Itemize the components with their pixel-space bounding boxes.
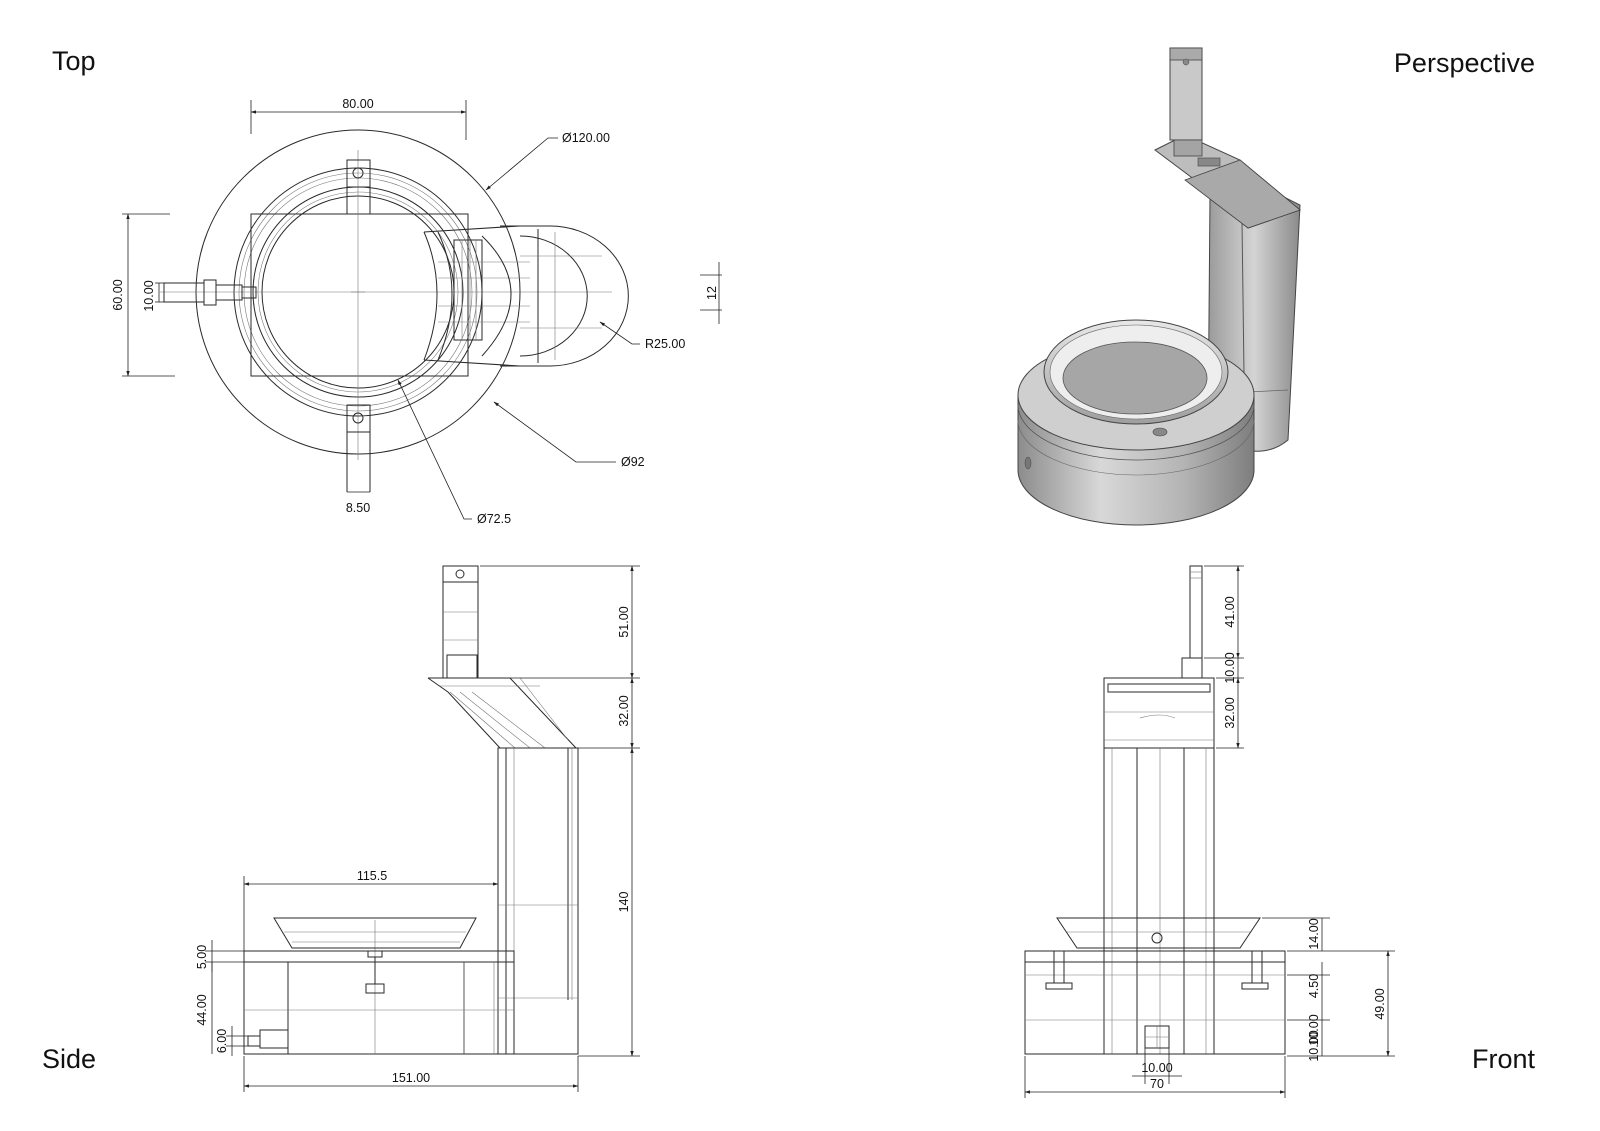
- dim-front-10-bottom: 10.00: [1307, 1030, 1321, 1061]
- dim-side-51: 51.00: [617, 606, 631, 637]
- label-side: Side: [42, 1044, 96, 1074]
- dim-8-50: 8.50: [346, 501, 370, 515]
- label-perspective: Perspective: [1394, 48, 1535, 78]
- dim-dia-120: Ø120.00: [562, 131, 610, 145]
- perspective-view: [1017, 47, 1302, 526]
- dim-dia-72-5: Ø72.5: [477, 512, 511, 526]
- dim-12: 12: [705, 286, 719, 300]
- dim-front-41: 41.00: [1223, 596, 1237, 627]
- dim-front-14: 14.00: [1307, 918, 1321, 949]
- dim-10-pin: 10.00: [142, 280, 156, 311]
- label-top: Top: [52, 46, 96, 76]
- dim-side-151: 151.00: [392, 1071, 430, 1085]
- dim-front-70: 70: [1150, 1077, 1164, 1091]
- dim-side-115-5: 115.5: [357, 869, 387, 883]
- dim-front-10-slot: 10.00: [1141, 1061, 1172, 1075]
- dim-front-32: 32.00: [1223, 697, 1237, 728]
- dim-side-140: 140: [617, 892, 631, 913]
- dim-front-10-lower: 10.00: [1307, 1014, 1321, 1045]
- dim-80: 80.00: [342, 97, 373, 111]
- front-view: 41.00 10.00 32.00 14.00 4.50 10.00 10.00…: [1024, 565, 1395, 1098]
- dim-front-49: 49.00: [1373, 988, 1387, 1019]
- dim-60: 60.00: [111, 279, 125, 310]
- dim-side-44: 44.00: [195, 994, 209, 1025]
- dim-front-10-collar: 10.00: [1223, 652, 1237, 683]
- dim-front-4-5: 4.50: [1307, 974, 1321, 998]
- dim-dia-92: Ø92: [621, 455, 645, 469]
- label-front: Front: [1472, 1044, 1536, 1074]
- dim-side-5: 5.00: [195, 945, 209, 969]
- side-view: 51.00 32.00 140 115.5 5.00 44.00 6.00 15…: [195, 565, 640, 1092]
- dim-r25: R25.00: [645, 337, 685, 351]
- dim-side-32: 32.00: [617, 695, 631, 726]
- top-view: 80.00 Ø120.00 60.00 10.00 12 R25.00 Ø92 …: [111, 97, 722, 526]
- dim-side-6: 6.00: [215, 1029, 229, 1053]
